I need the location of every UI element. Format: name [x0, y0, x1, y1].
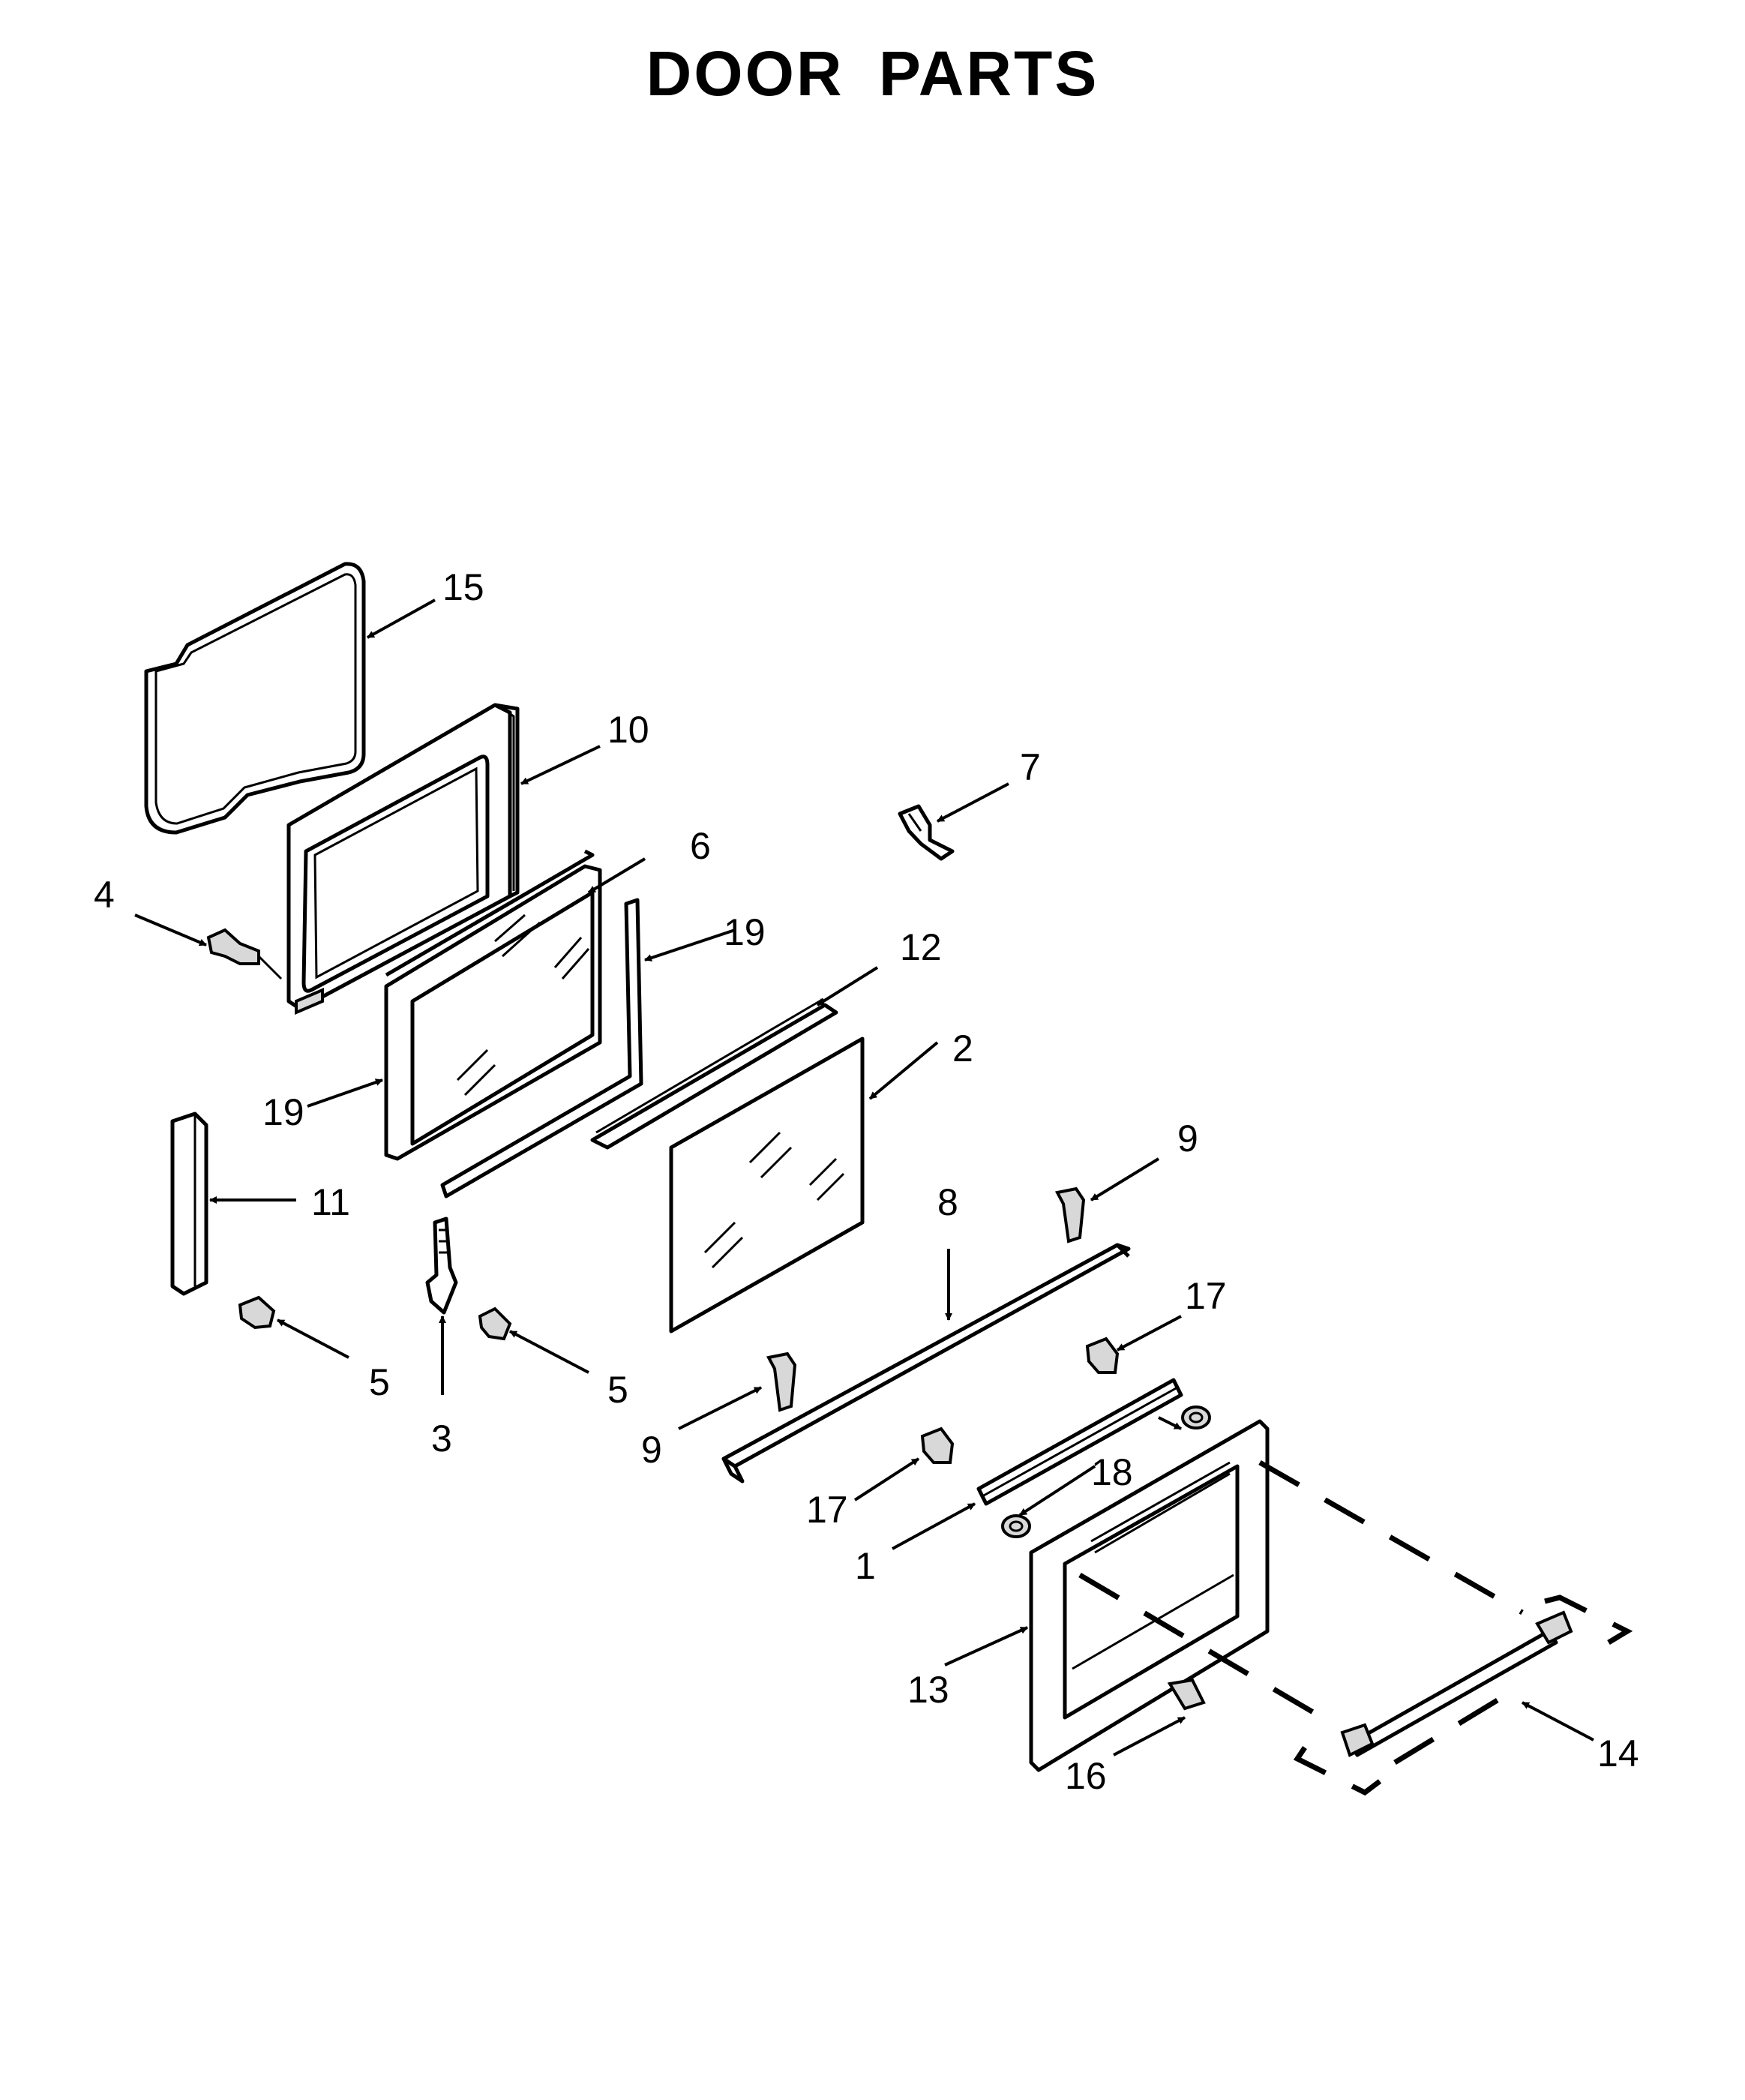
leader-lines — [134, 598, 1594, 1756]
callout-3: 3 — [431, 1418, 452, 1460]
part-2-outer-glass — [669, 1036, 865, 1334]
callout-5-right: 5 — [607, 1369, 628, 1411]
assembly-dash-lines — [1078, 1460, 1633, 1796]
callout-15: 15 — [442, 566, 484, 608]
part-4-screw — [206, 928, 283, 980]
part-15-door-gasket — [144, 562, 366, 835]
part-3-hinge — [425, 1216, 458, 1315]
callout-14: 14 — [1597, 1732, 1639, 1774]
part-7-clip — [898, 804, 955, 861]
part-13-outer-door-panel — [1029, 1419, 1270, 1772]
part-17-screw-bottom — [920, 1426, 955, 1464]
part-19-seal-right — [440, 898, 643, 1198]
callout-19-left: 19 — [262, 1091, 304, 1133]
part-10-inner-door — [286, 703, 520, 1016]
part-9-screw-top — [1054, 1186, 1086, 1244]
diagram-title: DOOR PARTS — [646, 38, 1099, 109]
callout-4: 4 — [94, 874, 115, 916]
part-18-bushing-left — [1001, 1514, 1031, 1538]
callout-11: 11 — [311, 1181, 350, 1223]
part-18-bushing-right — [1181, 1406, 1211, 1430]
callout-12: 12 — [900, 926, 942, 968]
callout-19-right: 19 — [724, 911, 766, 953]
callout-5-left: 5 — [369, 1361, 390, 1403]
part-8-bracket — [721, 1243, 1131, 1484]
part-5-screw-right — [478, 1306, 512, 1341]
part-5-screw-left — [238, 1295, 276, 1330]
callout-6: 6 — [690, 825, 711, 867]
part-6-window-pack — [384, 849, 602, 1161]
callout-8: 8 — [937, 1181, 958, 1223]
callout-17-bottom: 17 — [806, 1489, 848, 1531]
callout-10: 10 — [607, 709, 649, 751]
callout-labels: 15 10 7 6 4 19 12 19 2 9 11 8 17 5 5 3 9… — [94, 566, 1639, 1797]
callout-1: 1 — [855, 1545, 876, 1587]
callout-7: 7 — [1020, 746, 1041, 788]
part-9-screw-bottom — [766, 1352, 797, 1412]
callout-16: 16 — [1065, 1755, 1107, 1797]
callout-9-bottom: 9 — [641, 1429, 662, 1471]
callout-17-top: 17 — [1185, 1275, 1227, 1317]
callout-9-top: 9 — [1177, 1118, 1198, 1160]
callout-2: 2 — [952, 1028, 973, 1070]
part-16-handle-cap — [1167, 1678, 1206, 1711]
part-11-side-trim — [170, 1112, 208, 1296]
part-1-door-trim — [976, 1378, 1183, 1506]
callout-13: 13 — [907, 1669, 949, 1711]
part-14-handle — [1340, 1610, 1573, 1757]
part-12-trim-strip — [590, 998, 838, 1150]
part-17-screw-top — [1085, 1336, 1120, 1374]
callout-18: 18 — [1091, 1451, 1133, 1493]
